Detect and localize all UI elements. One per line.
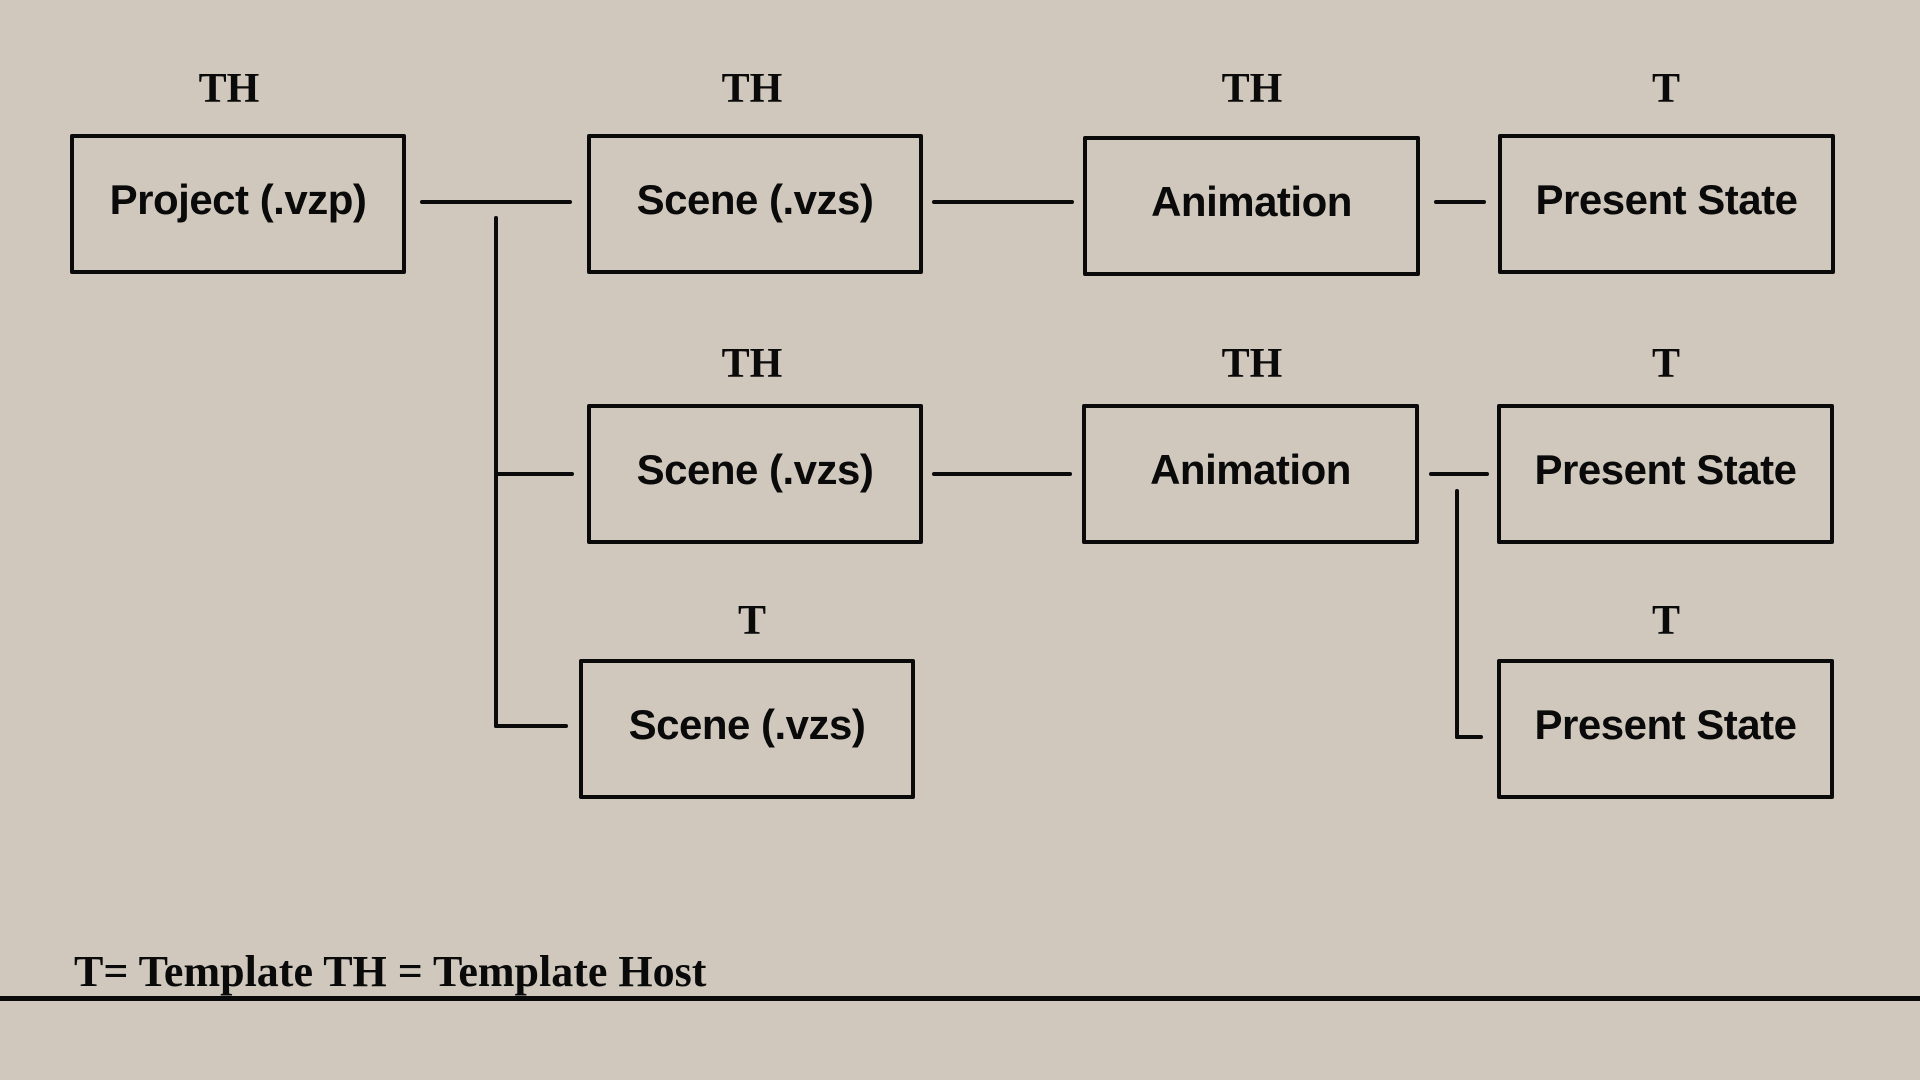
- node-animation2: Animation: [1082, 404, 1419, 544]
- tag-scene1: TH: [721, 66, 783, 112]
- node-animation1-label: Animation: [1151, 178, 1352, 225]
- node-present-state3: Present State: [1497, 659, 1834, 799]
- tag-present-state2: T: [1651, 341, 1681, 387]
- node-animation1: Animation: [1083, 136, 1420, 276]
- edge-scene2-animation2: [932, 472, 1072, 476]
- node-animation2-label: Animation: [1150, 446, 1351, 493]
- node-present-state3-label: Present State: [1534, 701, 1797, 748]
- node-project: Project (.vzp): [70, 134, 406, 274]
- edge-animation2-present-state2: [1429, 472, 1489, 476]
- tag-animation2: TH: [1221, 341, 1283, 387]
- edge-animation2-present-state3: [1455, 735, 1483, 739]
- legend: T= Template TH = Template Host: [74, 947, 707, 996]
- edge-animation2-trunk: [1455, 489, 1459, 739]
- edge-project-scene1: [420, 200, 572, 204]
- tag-present-state1: T: [1651, 66, 1681, 112]
- edge-animation1-present-state1: [1434, 200, 1486, 204]
- node-present-state2: Present State: [1497, 404, 1834, 544]
- divider: [0, 996, 1920, 1001]
- edge-project-scene3: [494, 724, 568, 728]
- tag-animation1: TH: [1221, 66, 1283, 112]
- tag-present-state3: T: [1651, 598, 1681, 644]
- node-present-state1: Present State: [1498, 134, 1835, 274]
- tag-scene2: TH: [721, 341, 783, 387]
- node-project-label: Project (.vzp): [109, 176, 367, 223]
- node-scene2: Scene (.vzs): [587, 404, 923, 544]
- edge-scene1-animation1: [932, 200, 1074, 204]
- tag-project: TH: [198, 66, 260, 112]
- edge-project-scene2: [494, 472, 574, 476]
- node-present-state1-label: Present State: [1535, 176, 1798, 223]
- node-present-state2-label: Present State: [1534, 446, 1797, 493]
- node-scene3: Scene (.vzs): [579, 659, 915, 799]
- node-scene3-label: Scene (.vzs): [628, 701, 866, 748]
- tag-scene3: T: [737, 598, 767, 644]
- node-scene1-label: Scene (.vzs): [636, 176, 874, 223]
- node-scene2-label: Scene (.vzs): [636, 446, 874, 493]
- node-scene1: Scene (.vzs): [587, 134, 923, 274]
